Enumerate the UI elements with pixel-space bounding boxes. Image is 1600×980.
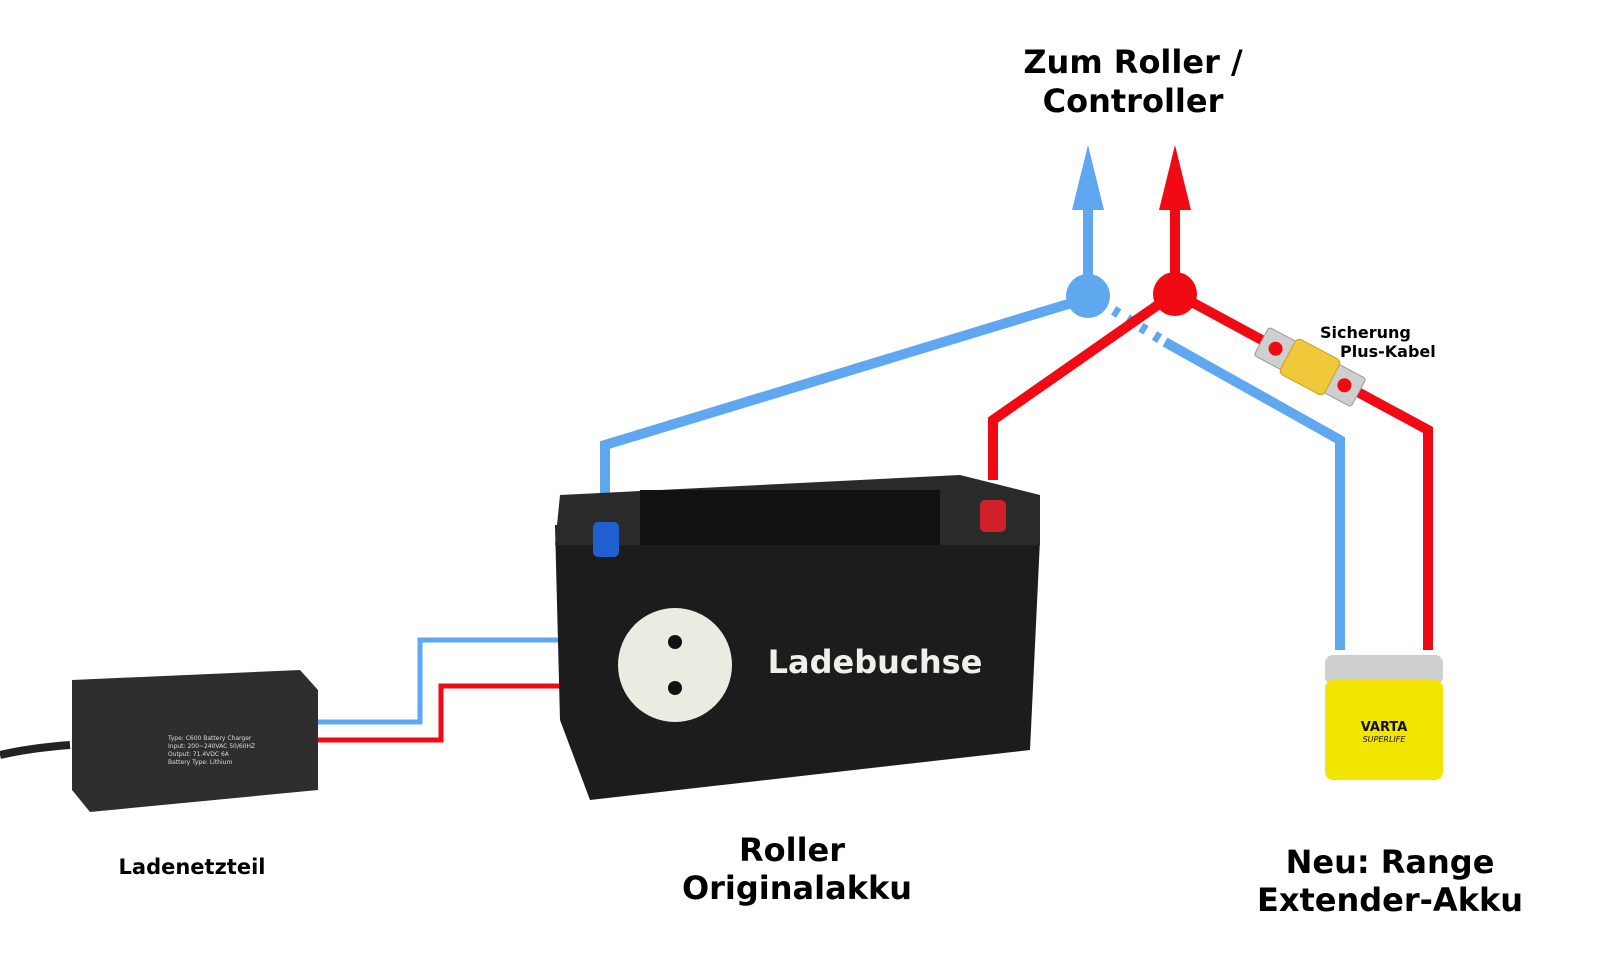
charging-socket xyxy=(618,608,732,722)
fuse-icon xyxy=(1254,327,1366,407)
negative-junction xyxy=(1066,274,1110,318)
charger-plate-output: Output: 71.4VDC 6A xyxy=(168,751,230,758)
extender-label-1: Neu: Range xyxy=(1286,843,1495,881)
positive-wire-main xyxy=(988,288,1178,480)
positive-wire-extender xyxy=(1172,288,1433,650)
main-battery: Ladebuchse xyxy=(555,475,1040,800)
main-battery-label-1: Roller xyxy=(739,831,845,869)
destination-label-1: Zum Roller / xyxy=(1023,43,1243,81)
model-label: SUPERLIFE xyxy=(1363,735,1407,744)
socket-label: Ladebuchse xyxy=(768,643,983,681)
arrow-up-negative-icon xyxy=(1072,145,1104,210)
extender-label-2: Extender-Akku xyxy=(1257,881,1523,919)
positive-terminal xyxy=(980,500,1006,532)
arrow-up-positive-icon xyxy=(1159,145,1191,210)
charger-plate-battery: Battery Type: Lithium xyxy=(168,759,232,766)
charger-plate-input: Input: 200~240VAC 50/60HZ xyxy=(168,743,255,750)
brand-label: VARTA xyxy=(1361,720,1408,735)
charger-negative-wire xyxy=(310,637,668,725)
charger-plate-type: Type: C600 Battery Charger xyxy=(167,735,252,742)
negative-wire-extender xyxy=(1162,337,1345,650)
negative-terminal xyxy=(593,522,619,557)
destination-label-2: Controller xyxy=(1043,82,1224,120)
extender-battery: VARTA SUPERLIFE xyxy=(1325,655,1443,780)
fuse-label-2: Plus-Kabel xyxy=(1340,342,1436,361)
main-battery-label-2: Originalakku xyxy=(682,869,912,907)
charger-label: Ladenetzteil xyxy=(119,855,266,879)
charger-positive-wire xyxy=(310,683,668,743)
positive-junction xyxy=(1153,272,1197,316)
charger: Type: C600 Battery Charger Input: 200~24… xyxy=(0,670,318,812)
fuse-label-1: Sicherung xyxy=(1320,323,1411,342)
